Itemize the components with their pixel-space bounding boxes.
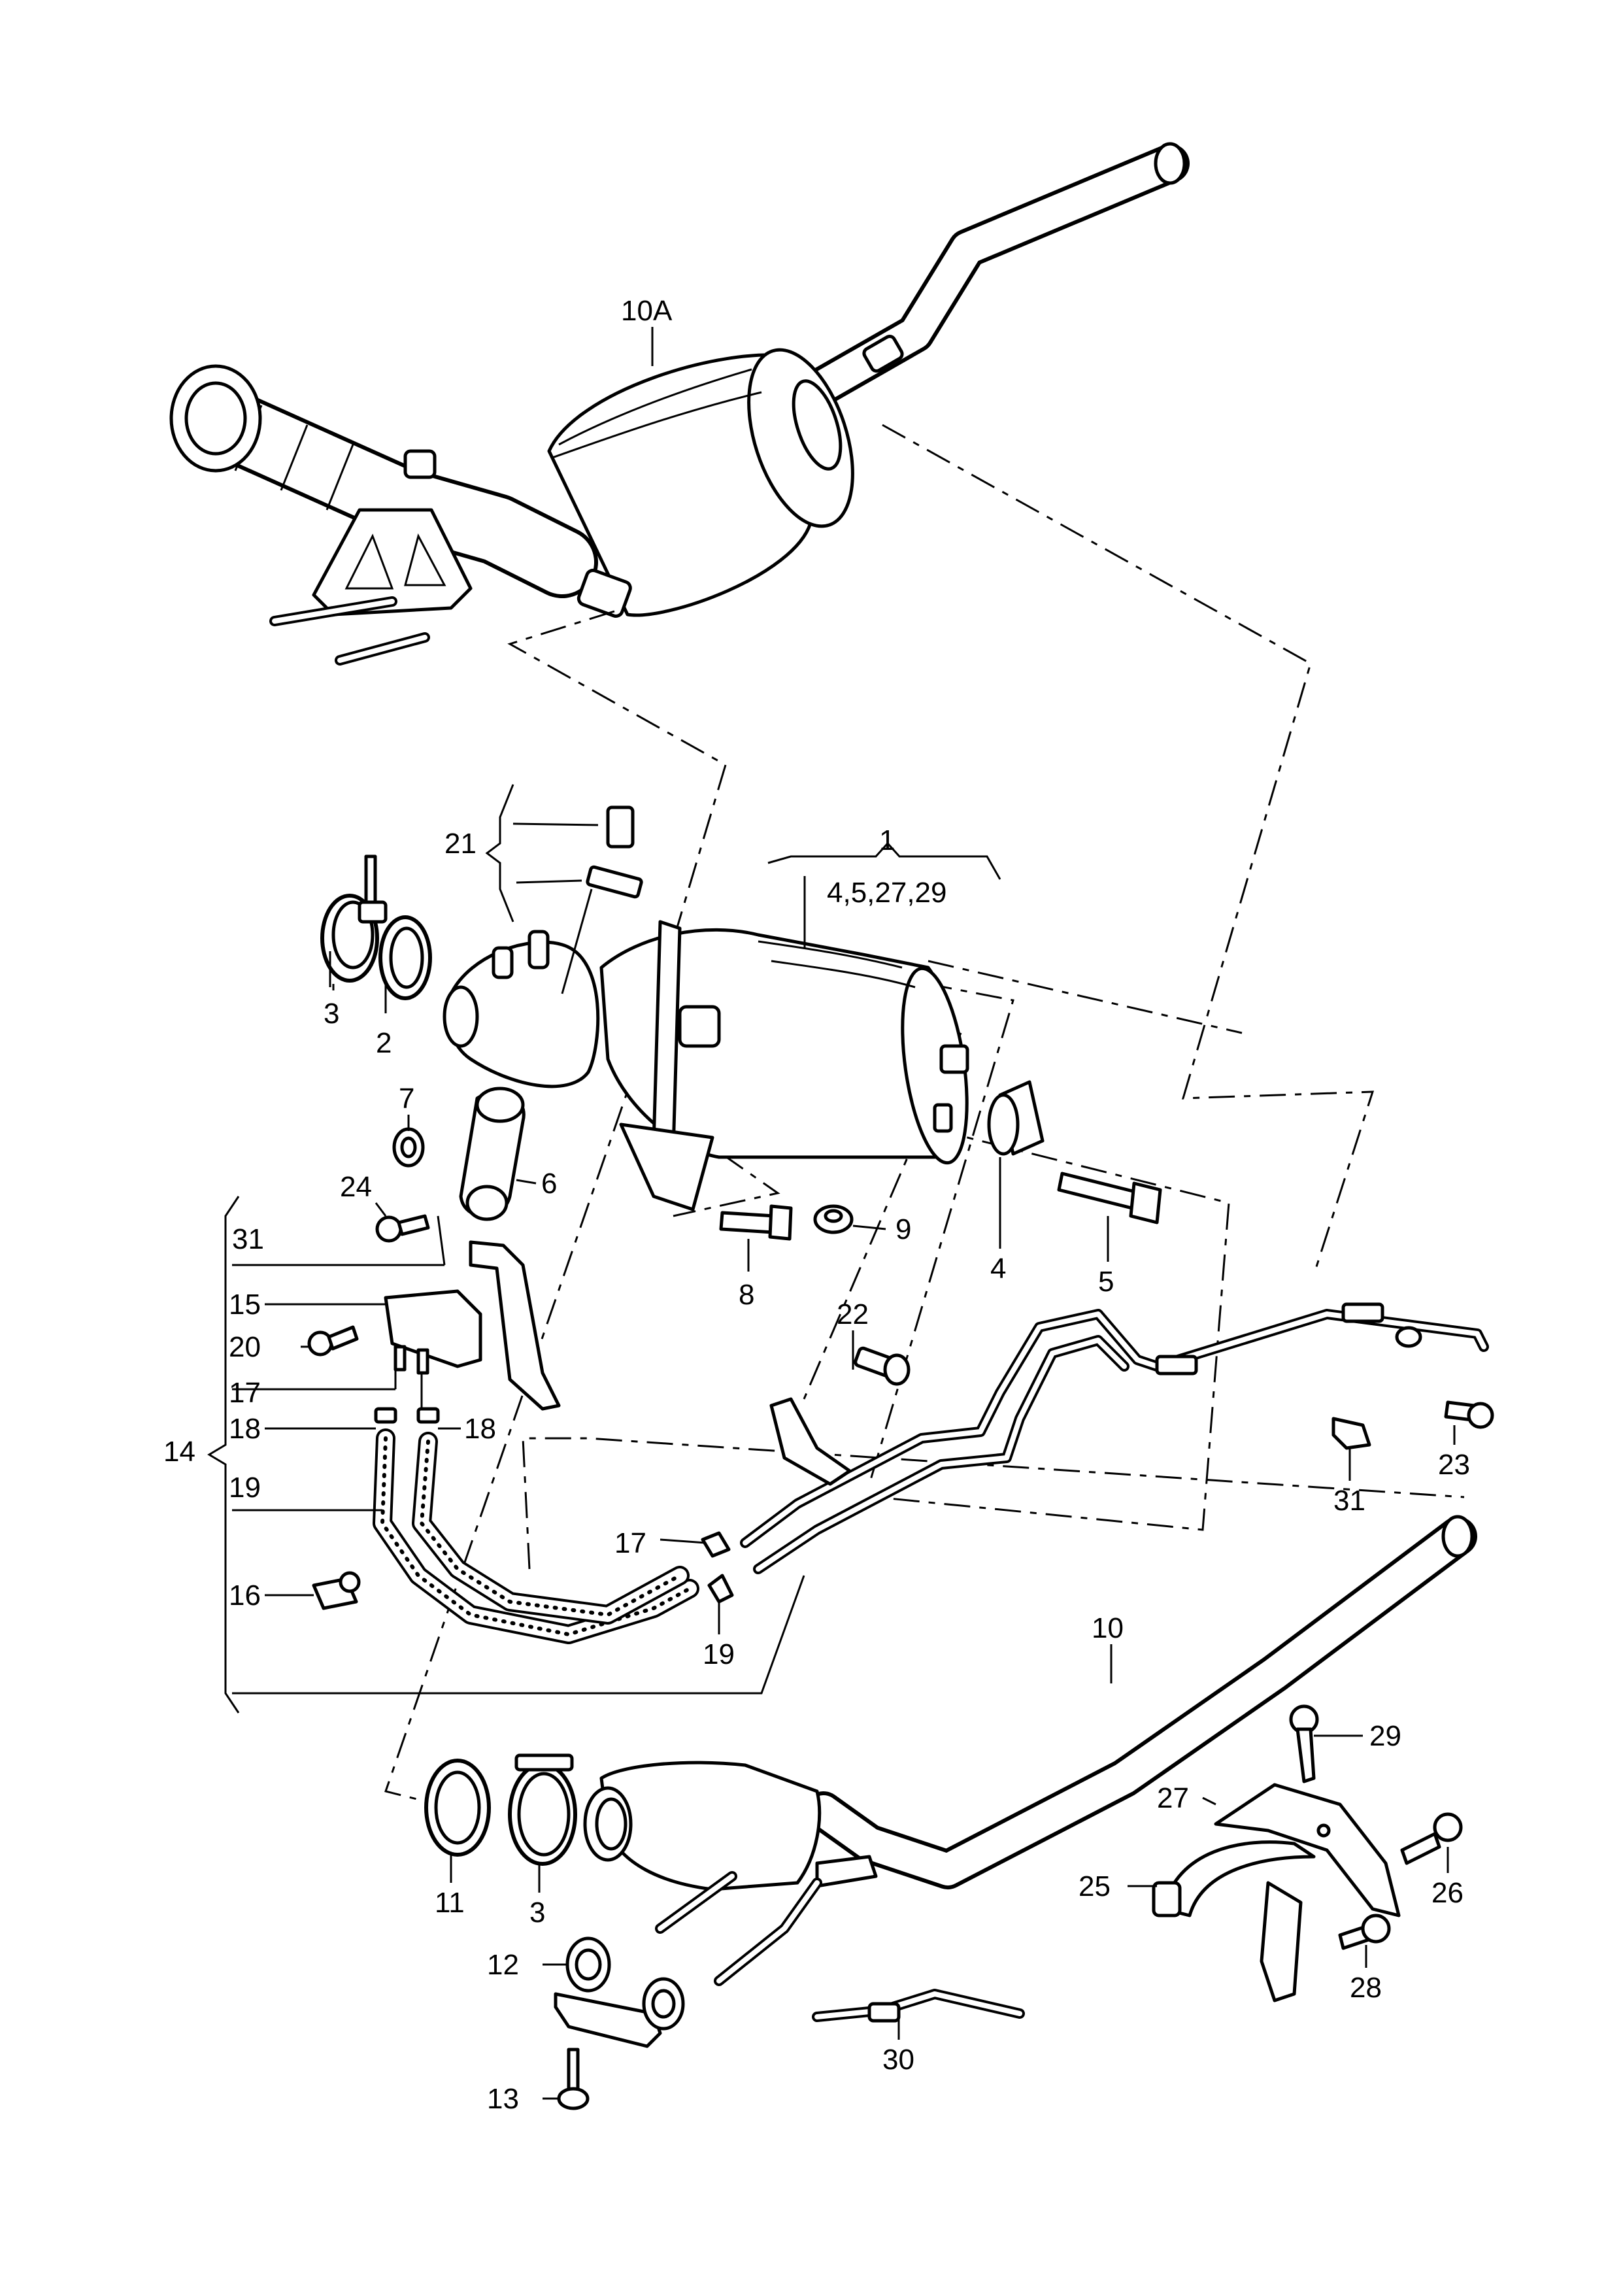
part-13-screw[interactable] xyxy=(557,2048,590,2110)
callout-10a: 10A xyxy=(621,295,673,327)
part-31-clip-right[interactable] xyxy=(1331,1417,1371,1450)
callout-12: 12 xyxy=(487,1949,519,1981)
callout-27: 27 xyxy=(1157,1782,1189,1814)
part-30-sensor-line[interactable] xyxy=(812,1989,1025,2023)
part-31-bracket-left[interactable] xyxy=(469,1240,561,1411)
part-20-screw[interactable] xyxy=(307,1325,359,1357)
part-23-bolt[interactable] xyxy=(1444,1400,1494,1429)
callout-1-sub: 4,5,27,29 xyxy=(827,877,947,909)
callout-14: 14 xyxy=(163,1436,195,1468)
part-11-gasket-lower[interactable] xyxy=(424,1759,491,1857)
part-3-clamp-lower[interactable] xyxy=(508,1753,577,1866)
callout-21: 21 xyxy=(444,828,477,860)
leader-lines xyxy=(207,327,1456,2100)
callout-6: 6 xyxy=(541,1168,557,1200)
part-19-hoses[interactable] xyxy=(373,1428,699,1644)
pressure-lines[interactable] xyxy=(740,1302,1489,1574)
callout-9: 9 xyxy=(895,1213,911,1245)
part-2-gasket-upper[interactable] xyxy=(378,915,432,1000)
callout-16: 16 xyxy=(229,1579,261,1612)
callout-3-upper: 3 xyxy=(324,998,339,1030)
callout-11: 11 xyxy=(435,1887,465,1919)
callout-10: 10 xyxy=(1092,1612,1124,1644)
callout-29: 29 xyxy=(1369,1720,1401,1752)
callout-31-left: 31 xyxy=(232,1223,264,1255)
part-6-hanger[interactable] xyxy=(459,1087,526,1221)
part-17-fittings-lower[interactable] xyxy=(701,1531,734,1604)
callout-labels: 10A 1 4,5,27,29 21 3 2 7 6 24 31 15 20 1… xyxy=(163,295,1470,2115)
callout-28: 28 xyxy=(1350,1972,1382,2004)
callout-4: 4 xyxy=(990,1253,1006,1285)
callout-5: 5 xyxy=(1098,1266,1114,1298)
part-16-clip[interactable] xyxy=(312,1571,361,1610)
callout-19-lower: 19 xyxy=(703,1638,735,1670)
callout-7: 7 xyxy=(399,1083,414,1115)
callout-18-right: 18 xyxy=(464,1413,496,1445)
part-10a-catalytic-converter[interactable] xyxy=(169,142,1190,666)
part-9-nut[interactable] xyxy=(813,1204,854,1234)
callout-3-lower: 3 xyxy=(529,1897,545,1929)
callout-17-lower: 17 xyxy=(614,1527,646,1559)
callout-23: 23 xyxy=(1438,1449,1470,1481)
callout-25: 25 xyxy=(1079,1870,1111,1902)
callout-22: 22 xyxy=(837,1298,869,1330)
part-7-nut[interactable] xyxy=(392,1127,425,1168)
part-25-clamp-bracket[interactable] xyxy=(1152,1840,1316,2002)
callout-1: 1 xyxy=(879,824,895,856)
part-29-bolt[interactable] xyxy=(1289,1704,1319,1783)
callout-2: 2 xyxy=(376,1027,392,1059)
part-3-clamp-upper[interactable] xyxy=(320,854,388,983)
callout-30: 30 xyxy=(882,2044,914,2076)
callout-17-left: 17 xyxy=(229,1377,261,1409)
callout-26: 26 xyxy=(1431,1877,1464,1909)
callout-8: 8 xyxy=(739,1279,754,1311)
part-5-bolt[interactable] xyxy=(1057,1172,1162,1224)
part-22-screw[interactable] xyxy=(854,1346,911,1386)
part-8-bolt[interactable] xyxy=(719,1204,793,1241)
part-18-clamps[interactable] xyxy=(374,1407,440,1424)
callout-31-right: 31 xyxy=(1333,1485,1365,1517)
part-24-screw[interactable] xyxy=(375,1214,430,1243)
part-26-bolt[interactable] xyxy=(1400,1812,1463,1865)
connection-lines xyxy=(384,424,1465,1806)
part-28-bolt[interactable] xyxy=(1338,1914,1391,1950)
part-21-bolt-bracket[interactable] xyxy=(561,805,643,994)
part-10-exhaust-pipe[interactable] xyxy=(583,1515,1477,1986)
callout-24: 24 xyxy=(340,1171,372,1203)
callout-20: 20 xyxy=(229,1331,261,1363)
part-4-rubber-mount[interactable] xyxy=(987,1080,1045,1156)
part-15-pressure-sensor[interactable] xyxy=(384,1289,482,1375)
part-12-rubber-mounts[interactable] xyxy=(554,1936,685,2048)
callout-13: 13 xyxy=(487,2083,519,2115)
part-1-particulate-filter[interactable] xyxy=(443,920,977,1211)
callout-15: 15 xyxy=(229,1289,261,1321)
part-27-heat-shield[interactable] xyxy=(1214,1783,1401,1917)
callout-19-left: 19 xyxy=(229,1472,261,1504)
callout-18-left: 18 xyxy=(229,1413,261,1445)
